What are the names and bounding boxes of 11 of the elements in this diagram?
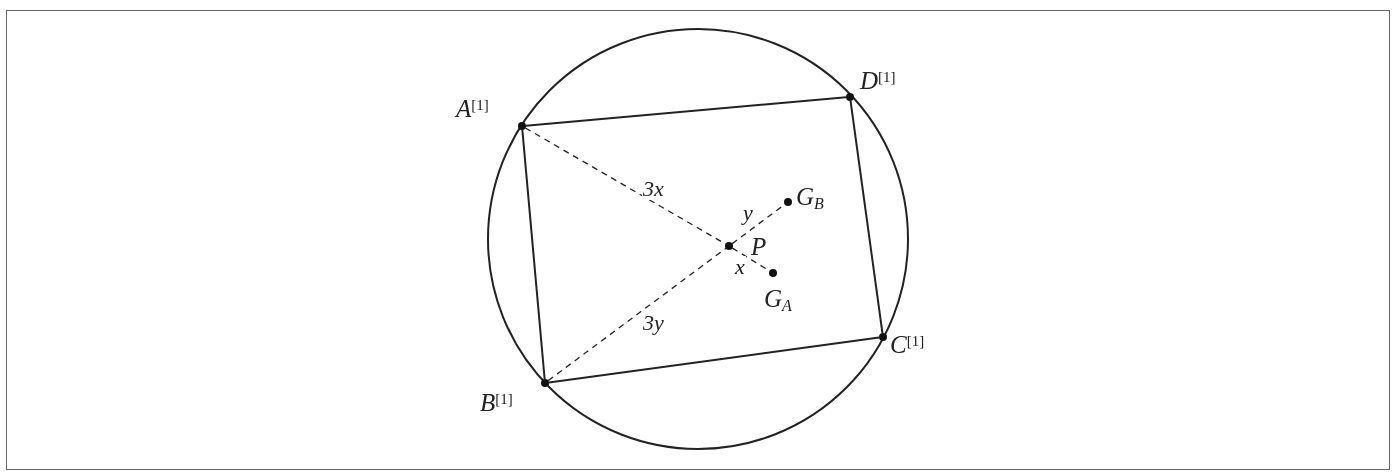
point-label: D$^{[1]}$ [860,68,896,93]
point-label: G$_{A}$ [764,286,792,311]
point-label: B$^{[1]}$ [480,390,513,415]
side-line [525,96,847,127]
point-label: A$^{[1]}$ [456,96,489,121]
side-line [521,129,546,380]
point-label: P [751,234,767,259]
side-line [547,336,881,384]
point-label: G$_{B}$ [796,184,824,209]
side-line [849,99,884,335]
point-label: C$^{[1]}$ [890,332,925,357]
